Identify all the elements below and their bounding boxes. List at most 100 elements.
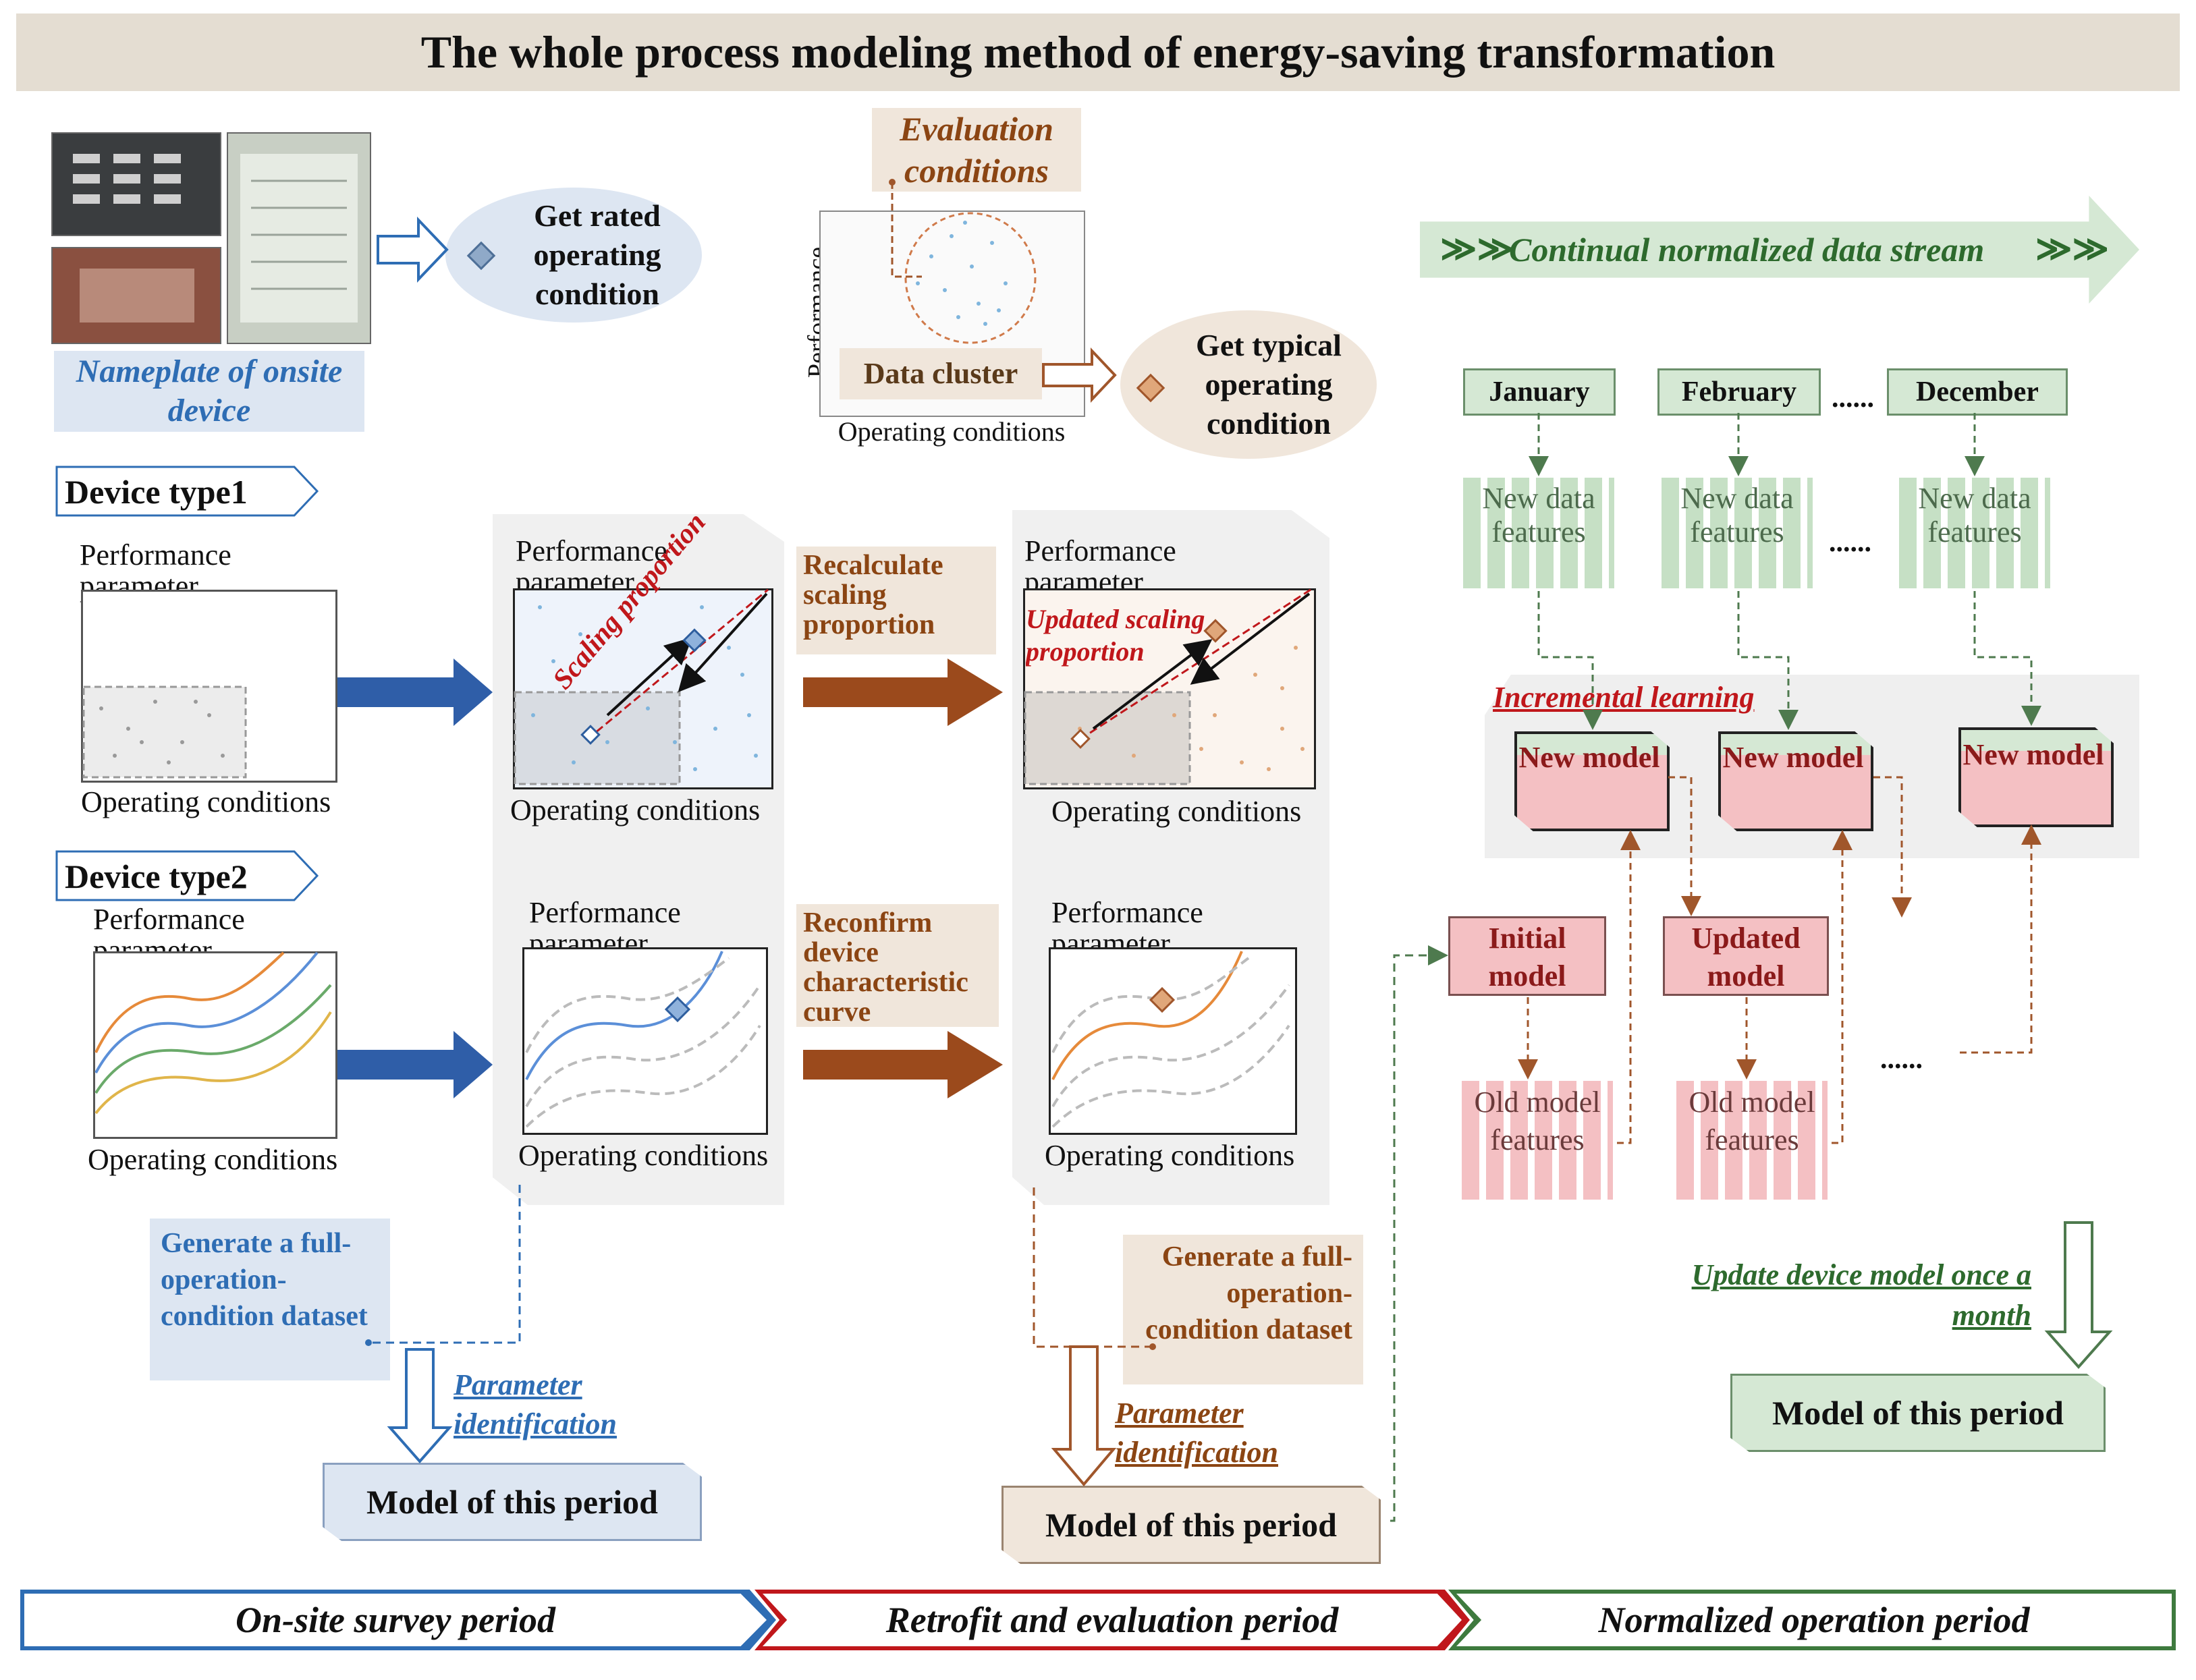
survey-generate-dataset-box: Generate a full-operation-condition data…: [150, 1219, 390, 1380]
rp1-updated-scaling-wrap: Updated scaling proportion: [1026, 604, 1205, 667]
survey-model-period: Model of this period: [323, 1463, 702, 1541]
data-cluster-box: Data cluster: [840, 348, 1042, 399]
sp2-diamond: [664, 996, 691, 1023]
new-model-3-label: New model: [1962, 738, 2104, 771]
rp1-cluster-region: [1024, 691, 1191, 785]
model-update-arrows: [1518, 776, 2041, 1144]
sp1-big-diamond: [682, 628, 707, 652]
new-model-1: [1514, 731, 1670, 831]
recalc-scaling-box: Recalculate scaling proportion: [796, 547, 996, 654]
data-stream-label: Continual normalized data stream: [1509, 231, 1985, 269]
phase-retrofit-label: Retrofit and evaluation period: [885, 1600, 1339, 1640]
typical-condition-label: Get typical operating condition: [1196, 328, 1342, 441]
old-model-features-1: [1462, 1081, 1613, 1200]
device-type2-tag: [55, 850, 319, 901]
retrofit-model-period: Model of this period: [1001, 1486, 1381, 1564]
nameplate-to-rated-arrow: [377, 217, 449, 283]
survey-dataset-to-model-arrow: [387, 1348, 453, 1464]
rp1-small-diamond: [1070, 729, 1091, 749]
rp1-big-diamond: [1203, 619, 1228, 643]
cluster-to-typical-arrow: [1042, 347, 1117, 403]
old-model-features-1-label: Old model features: [1474, 1086, 1601, 1156]
survey-to-retrofit-arrow-1: [803, 659, 1003, 726]
dt1-xlabel: Operating conditions: [81, 785, 331, 818]
retrofit-param-identification: Parameter identification: [1115, 1397, 1278, 1469]
new-data-features-2: [1662, 478, 1813, 588]
sp1-dots: [531, 605, 758, 771]
survey-dataset-dot: [365, 1339, 372, 1346]
typical-condition-ellipse: Get typical operating condition: [1120, 310, 1377, 459]
diagram-title: The whole process modeling method of ene…: [16, 13, 2180, 91]
rp1-updated-scaling-label: Updated scaling proportion: [1026, 604, 1205, 667]
reconfirm-curve-box: Reconfirm device characteristic curve: [796, 904, 999, 1027]
sp1-cluster-region: [514, 691, 681, 785]
features-ellipsis: ......: [1829, 527, 1871, 558]
survey-to-retrofit-arrow-2: [803, 1031, 1003, 1098]
new-model-2-label: New model: [1722, 741, 1864, 774]
sp1-small-diamond: [580, 725, 601, 745]
dt1-to-survey-arrow: [337, 659, 493, 726]
rp2-curves: [1051, 951, 1290, 1128]
sp1-scaling-word-1: Scaling proportion: [547, 507, 712, 695]
sp-plot-2: [522, 947, 768, 1135]
new-data-features-1: [1463, 478, 1614, 588]
old-model-features-2: [1676, 1081, 1828, 1200]
stream-chevrons-right: ≫≫: [2035, 230, 2109, 269]
month-arrows: [1529, 413, 2041, 730]
retrofit-panel-to-dataset: [1033, 1187, 1153, 1348]
rated-condition-label: Get rated operating condition: [533, 198, 661, 311]
rp-xlabel-1: Operating conditions: [1051, 795, 1302, 828]
device-type1-tag: [55, 466, 319, 517]
sp1-arrow-b: [678, 592, 768, 692]
new-data-features-3: [1899, 478, 2050, 588]
phase-normalized-inner: [1456, 1594, 2172, 1646]
rp1-arrow-b: [1190, 592, 1311, 685]
cluster-circle: [904, 212, 1037, 344]
sp-xlabel-1: Operating conditions: [510, 793, 761, 827]
rp-xlabel-2: Operating conditions: [1045, 1139, 1295, 1172]
sp2-curves: [525, 951, 761, 1128]
rp2-diamond: [1149, 986, 1176, 1013]
update-to-model-arrow: [2044, 1221, 2113, 1370]
initial-model-box: Initial model: [1448, 916, 1606, 996]
retrofit-dataset-dot: [1149, 1343, 1156, 1350]
phase-survey-inner: [24, 1594, 767, 1646]
update-monthly-label: Update device model once a month: [1691, 1258, 2031, 1332]
nameplate-photo-2: [51, 247, 221, 344]
retrofit-generate-dataset-box: Generate a full-operation-condition data…: [1123, 1235, 1363, 1384]
month-ellipsis: ......: [1832, 383, 1874, 414]
incremental-learning-label: Incremental learning: [1493, 681, 1755, 714]
dt2-xlabel: Operating conditions: [88, 1143, 338, 1176]
phase-retrofit-inner: [763, 1594, 1462, 1646]
retrofit-model-to-initial: [1390, 945, 1448, 1522]
dt2-to-survey-arrow: [337, 1031, 493, 1098]
rp-plot-2: [1049, 947, 1297, 1135]
cluster-dots: [916, 221, 1008, 326]
device-type2-label: Device type2: [65, 858, 248, 895]
new-data-features-2-label: New data features: [1680, 482, 1794, 549]
rp-ylabel-2: Performance parameter: [1051, 896, 1203, 961]
phase-normalized-label: Normalized operation period: [1598, 1600, 2030, 1640]
stream-chevrons-left: ≫≫: [1440, 230, 1514, 269]
nameplate-caption: Nameplate of onsite device: [54, 351, 364, 432]
new-model-2: [1718, 731, 1873, 831]
survey-panel-to-dataset: [368, 1185, 521, 1344]
dt1-dots: [99, 700, 225, 764]
updated-model-box: Updated model: [1663, 916, 1829, 996]
new-model-1-label: New model: [1518, 741, 1660, 774]
old-model-features-2-label: Old model features: [1689, 1086, 1815, 1156]
phase-survey-label: On-site survey period: [236, 1600, 555, 1640]
dt2-curves: [94, 951, 332, 1115]
eval-to-cluster-connector: [891, 182, 922, 278]
new-data-features-1-label: New data features: [1482, 482, 1595, 549]
device-type1-label: Device type1: [65, 473, 248, 511]
dt1-cluster-region: [82, 685, 247, 779]
new-data-features-3-label: New data features: [1918, 482, 2031, 549]
old-model-ellipsis: ......: [1880, 1044, 1923, 1075]
cluster-xlabel: Operating conditions: [838, 416, 1066, 447]
month-january: January: [1463, 368, 1616, 416]
sp-xlabel-2: Operating conditions: [518, 1139, 769, 1172]
survey-param-identification: Parameter identification: [454, 1368, 617, 1440]
